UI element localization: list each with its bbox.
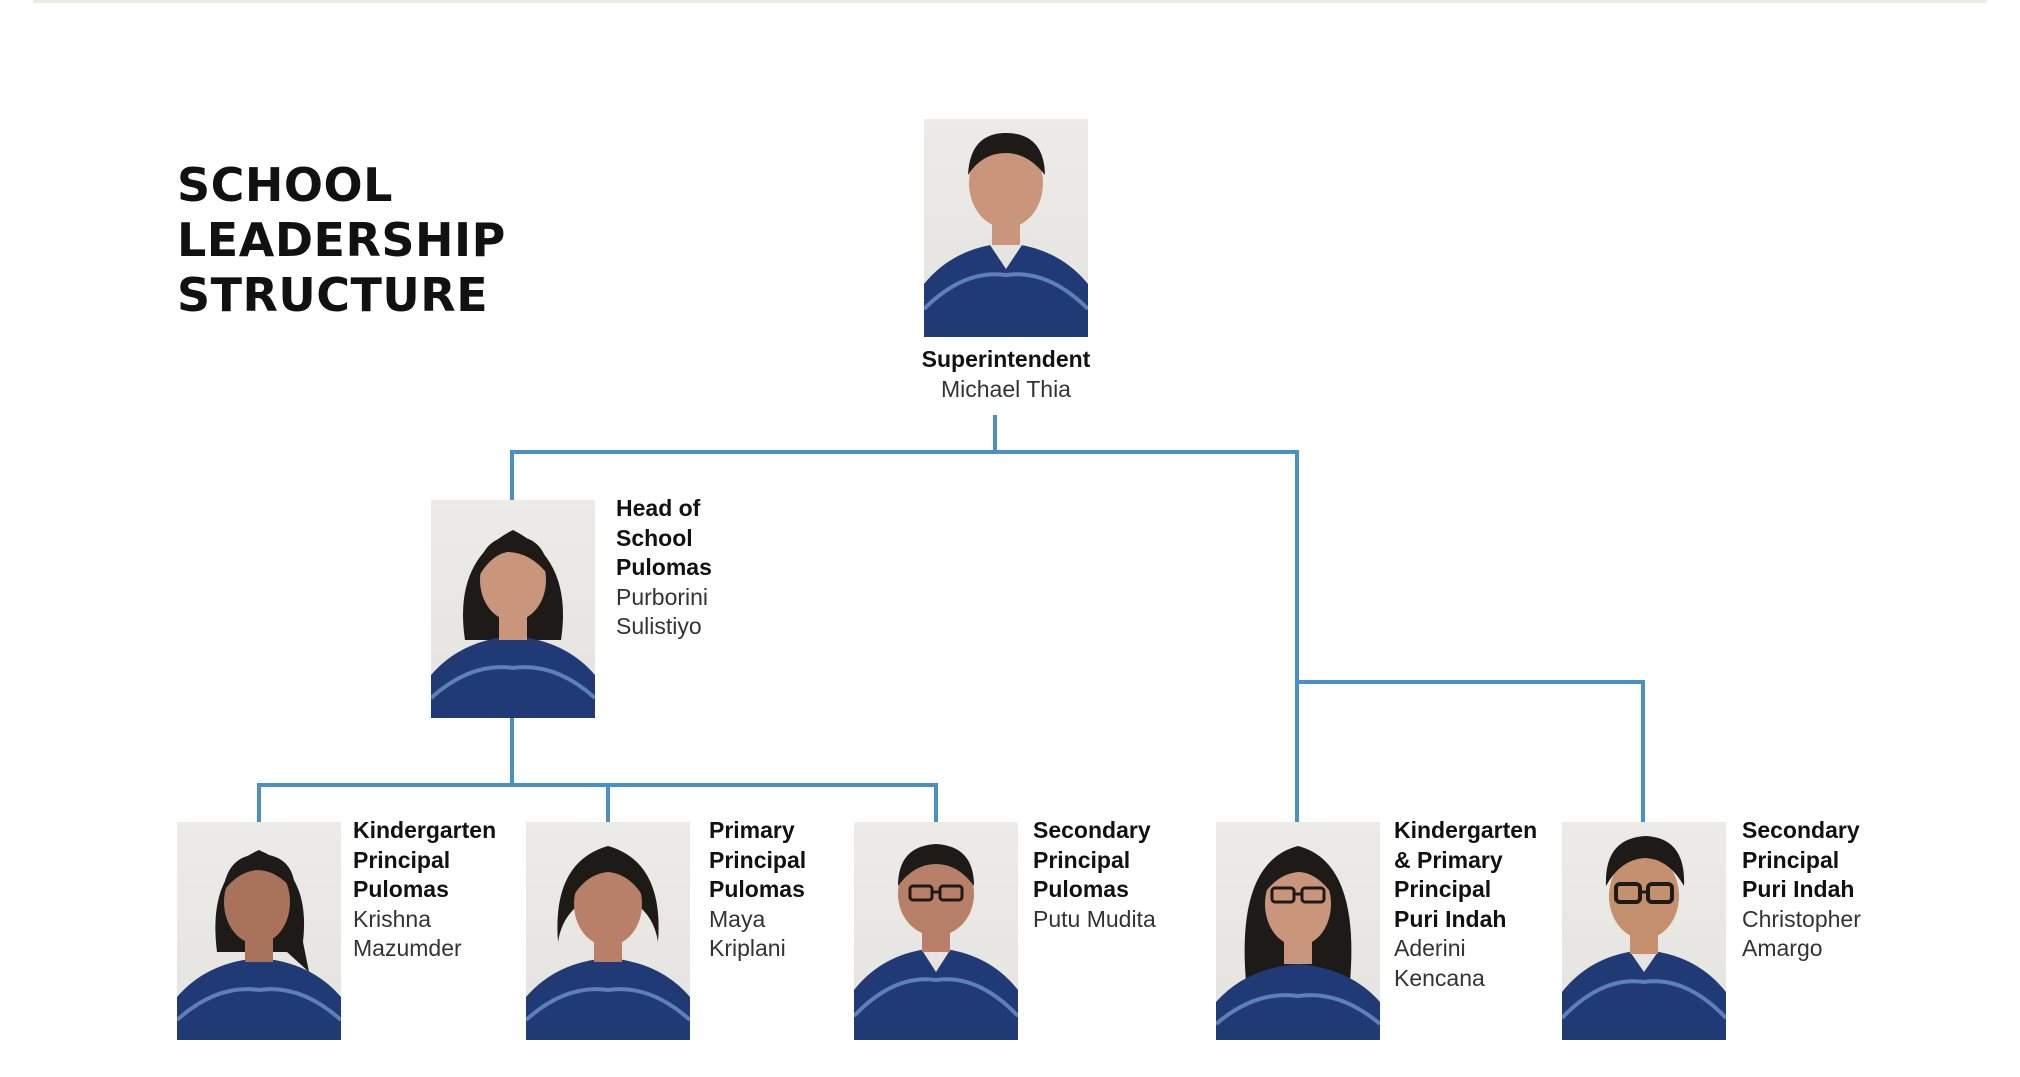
role-label: Pulomas — [353, 876, 449, 902]
role-label: Kindergarten — [353, 817, 497, 843]
primary-pulomas-caption: Primary Principal Pulomas Maya Kriplani — [709, 816, 849, 964]
person-name: Krishna — [353, 905, 431, 932]
role-label: Kindergarten — [1394, 817, 1538, 843]
role-label: Pulomas — [709, 876, 805, 902]
portrait-icon — [526, 846, 690, 1040]
role-label: Principal — [1394, 876, 1492, 902]
portrait-icon — [854, 844, 1018, 1040]
top-divider — [33, 0, 1987, 3]
role-label: School — [616, 524, 693, 551]
person-name: Sulistiyo — [616, 613, 702, 639]
person-name: Aderini — [1394, 935, 1466, 961]
person-name: Michael Thia — [941, 375, 1071, 402]
role-label: Secondary — [1742, 817, 1860, 843]
person-name: Maya — [709, 905, 766, 932]
role-label: Secondary — [1033, 817, 1151, 843]
portrait-icon — [431, 530, 595, 718]
portrait-icon — [1216, 846, 1380, 1040]
secondary-pulomas-photo — [854, 822, 1018, 1040]
portrait-icon — [924, 133, 1088, 337]
role-label: Puri Indah — [1394, 905, 1507, 932]
role-label: Superintendent — [921, 346, 1091, 372]
portrait-icon — [177, 850, 341, 1040]
kg-pulomas-photo — [177, 822, 341, 1040]
portrait-icon — [1562, 836, 1726, 1040]
secondary-pulomas-caption: Secondary Principal Pulomas Putu Mudita — [1033, 816, 1223, 934]
page-title-line-1: SCHOOL LEADERSHIP — [177, 158, 506, 267]
person-name: Kencana — [1394, 964, 1485, 991]
superintendent-photo — [924, 119, 1088, 337]
person-name: Mazumder — [353, 935, 462, 961]
role-label: Principal — [709, 846, 807, 873]
person-name: Purborini — [616, 583, 709, 610]
kg-primary-puri-indah-photo — [1216, 822, 1380, 1040]
page-title-line-2: STRUCTURE — [177, 268, 489, 322]
role-label: Principal — [1742, 846, 1840, 873]
role-label: Puri Indah — [1742, 876, 1855, 902]
secondary-puri-indah-caption: Secondary Principal Puri Indah Christoph… — [1742, 816, 1922, 964]
role-label: Primary — [709, 817, 795, 843]
person-name: Putu Mudita — [1033, 905, 1156, 932]
role-label: Pulomas — [616, 554, 712, 580]
primary-pulomas-photo — [526, 822, 690, 1040]
head-pulomas-caption: Head of School Pulomas Purborini Sulisti… — [616, 494, 776, 642]
role-label: & Primary — [1394, 846, 1503, 873]
kg-primary-puri-indah-caption: Kindergarten & Primary Principal Puri In… — [1394, 816, 1564, 993]
page-title: SCHOOL LEADERSHIP STRUCTURE — [177, 158, 737, 323]
head-pulomas-photo — [431, 500, 595, 718]
person-name: Christopher — [1742, 905, 1861, 932]
person-name: Kriplani — [709, 935, 786, 961]
person-name: Amargo — [1742, 935, 1823, 961]
role-label: Pulomas — [1033, 876, 1129, 902]
role-label: Head of — [616, 495, 701, 521]
role-label: Principal — [1033, 846, 1131, 873]
role-label: Principal — [353, 846, 451, 873]
secondary-puri-indah-photo — [1562, 822, 1726, 1040]
superintendent-caption: Superintendent Michael Thia — [900, 345, 1112, 404]
kg-pulomas-caption: Kindergarten Principal Pulomas Krishna M… — [353, 816, 523, 964]
